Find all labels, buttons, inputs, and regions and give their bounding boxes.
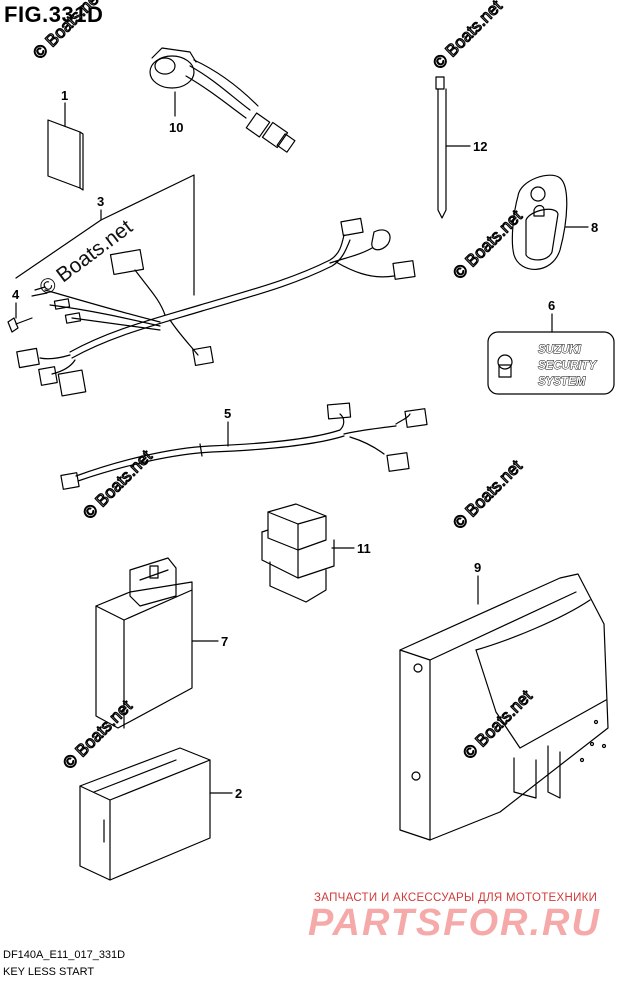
part-2-case[interactable]	[79, 747, 211, 881]
leader-line	[100, 174, 195, 296]
callout-3: 3	[97, 194, 104, 209]
callout-5: 5	[224, 406, 231, 421]
badge-line-3: SYSTEM	[538, 376, 586, 388]
watermark-text: © Boats.net	[429, 0, 506, 73]
part-7-control-module[interactable]	[95, 557, 193, 729]
badge-line-2: SECURITY	[538, 360, 597, 372]
callout-2: 2	[235, 786, 242, 801]
part-10-sensor[interactable]	[149, 47, 296, 153]
callout-8: 8	[591, 220, 598, 235]
part-12-cable-tie[interactable]	[435, 76, 447, 219]
figure-code: DF140A_E11_017_331D	[3, 949, 126, 961]
callout-6: 6	[548, 298, 555, 313]
callout-10: 10	[169, 120, 183, 135]
callout-7: 7	[221, 634, 228, 649]
part-9-cover[interactable]	[399, 573, 609, 841]
watermark-text: © Boats.net	[29, 0, 106, 63]
watermark-text: © Boats.net	[79, 446, 156, 523]
callout-1: 1	[61, 88, 68, 103]
part-11-relay[interactable]	[261, 503, 335, 603]
part-1-label-card[interactable]	[47, 119, 84, 191]
callout-11: 11	[357, 541, 371, 556]
watermark-text: © Boats.net	[35, 215, 137, 300]
part-6-security-decal[interactable]: SUZUKI SECURITY SYSTEM	[487, 331, 615, 395]
part-8-key-fob[interactable]	[511, 174, 568, 270]
figure-name: KEY LESS START	[3, 966, 95, 978]
ad-tagline: ЗАПЧАСТИ И АКСЕССУАРЫ ДЛЯ МОТОТЕХНИКИ	[314, 892, 598, 904]
figure-title: FIG.331D	[4, 2, 104, 27]
watermark-text: © Boats.net	[449, 456, 526, 533]
watermark-text: © Boats.net	[449, 206, 526, 283]
callout-4: 4	[12, 287, 20, 302]
watermarks: © Boats.net © Boats.net © Boats.net © Bo…	[29, 0, 537, 773]
callout-9: 9	[474, 560, 481, 575]
badge-line-1: SUZUKI	[538, 344, 582, 356]
watermark-text: © Boats.net	[459, 686, 536, 763]
part-3-wiring-harness[interactable]	[16, 217, 416, 397]
part-4-screw[interactable]	[7, 317, 33, 333]
ad-brand: PARTSFOR.RU	[308, 902, 601, 944]
part-5-sub-harness[interactable]	[60, 402, 428, 490]
callout-12: 12	[473, 139, 487, 154]
